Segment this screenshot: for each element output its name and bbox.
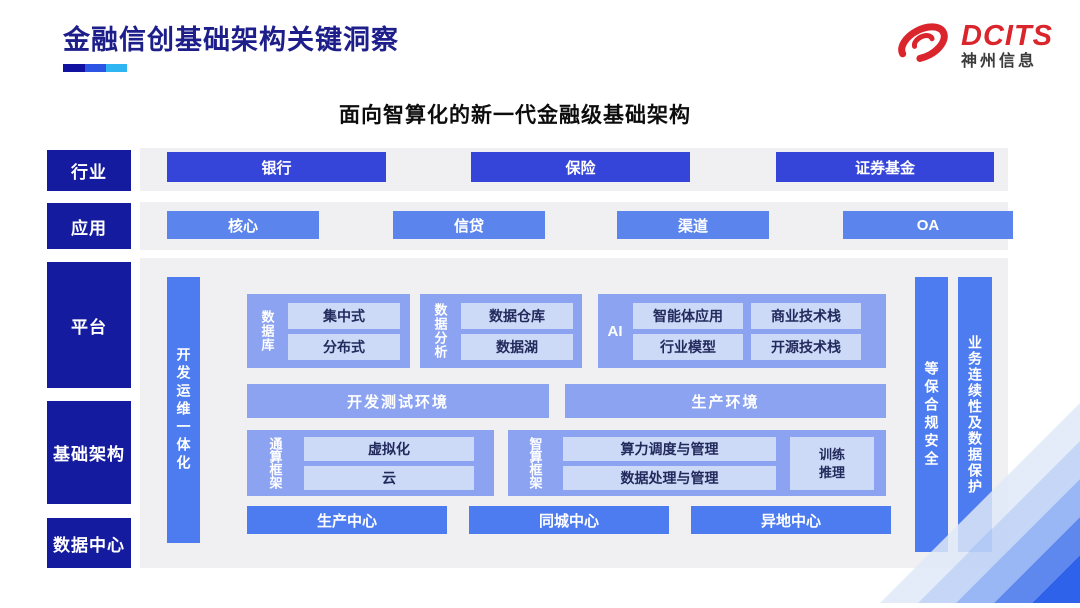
production-env-bar: 生产环境: [565, 384, 886, 418]
database-section: 数据库 集中式 分布式: [247, 294, 410, 368]
security-compliance-label: 等保合规安全: [923, 360, 940, 469]
ai-section: AI 智能体应用 商业技术栈 行业模型 开源技术栈: [598, 294, 886, 368]
aic-compute-scheduling: 算力调度与管理: [563, 437, 776, 461]
ai-compute-section: 智算框架 算力调度与管理 数据处理与管理 训练 推理: [508, 430, 886, 496]
business-continuity-bar: 业务连续性及数据保护: [958, 277, 992, 552]
analytics-warehouse: 数据仓库: [461, 303, 573, 329]
dc-production-center: 生产中心: [247, 506, 447, 534]
dcits-swirl-icon: [893, 16, 953, 75]
app-oa: OA: [843, 211, 1013, 239]
dcits-logo: DCITS 神州信息: [893, 16, 1053, 75]
diagram-title: 面向智算化的新一代金融级基础架构: [339, 104, 691, 127]
rail-datacenter: 数据中心: [47, 518, 131, 568]
database-centralized: 集中式: [288, 303, 400, 329]
devops-bar: 开发运维一体化: [167, 277, 200, 543]
logo-text: DCITS 神州信息: [961, 19, 1053, 70]
rail-application: 应用: [47, 203, 131, 249]
ai-compute-label: 智算框架: [527, 437, 543, 489]
rail-platform: 平台: [47, 262, 131, 388]
underline-segment-navy: [63, 64, 85, 72]
security-compliance-bar: 等保合规安全: [915, 277, 948, 552]
app-core: 核心: [167, 211, 319, 239]
database-distributed: 分布式: [288, 334, 400, 360]
app-channel: 渠道: [617, 211, 769, 239]
ai-opensource-stack: 开源技术栈: [751, 334, 861, 360]
analytics-datalake: 数据湖: [461, 334, 573, 360]
industry-securities-funds: 证券基金: [776, 152, 994, 182]
industry-bank: 银行: [167, 152, 386, 182]
aic-data-processing: 数据处理与管理: [563, 466, 776, 490]
business-continuity-label: 业务连续性及数据保护: [967, 334, 983, 495]
devops-bar-label: 开发运维一体化: [175, 347, 192, 473]
underline-segment-blue: [85, 64, 106, 72]
rail-infrastructure: 基础架构: [47, 401, 131, 504]
dev-test-env-bar: 开发测试环境: [247, 384, 549, 418]
title-underline: [63, 64, 127, 72]
analytics-section-label: 数据分析: [432, 303, 448, 359]
logo-brand: DCITS: [961, 19, 1053, 52]
ai-commercial-stack: 商业技术栈: [751, 303, 861, 329]
ai-agent-apps: 智能体应用: [633, 303, 743, 329]
general-compute-section: 通算框架 虚拟化 云: [247, 430, 494, 496]
app-credit: 信贷: [393, 211, 545, 239]
logo-company: 神州信息: [961, 52, 1038, 70]
industry-insurance: 保险: [471, 152, 690, 182]
page-title: 金融信创基础架构关键洞察: [63, 25, 399, 55]
database-section-label: 数据库: [259, 310, 275, 352]
general-compute-label: 通算框架: [267, 437, 283, 489]
rail-industry: 行业: [47, 150, 131, 191]
aic-train-infer: 训练 推理: [790, 437, 874, 490]
gc-cloud: 云: [304, 466, 474, 490]
gc-virtualization: 虚拟化: [304, 437, 474, 461]
ai-industry-models: 行业模型: [633, 334, 743, 360]
underline-segment-cyan: [106, 64, 127, 72]
analytics-section: 数据分析 数据仓库 数据湖: [420, 294, 582, 368]
dc-same-city-center: 同城中心: [469, 506, 669, 534]
ai-section-label: AI: [607, 322, 623, 340]
dc-remote-center: 异地中心: [691, 506, 891, 534]
